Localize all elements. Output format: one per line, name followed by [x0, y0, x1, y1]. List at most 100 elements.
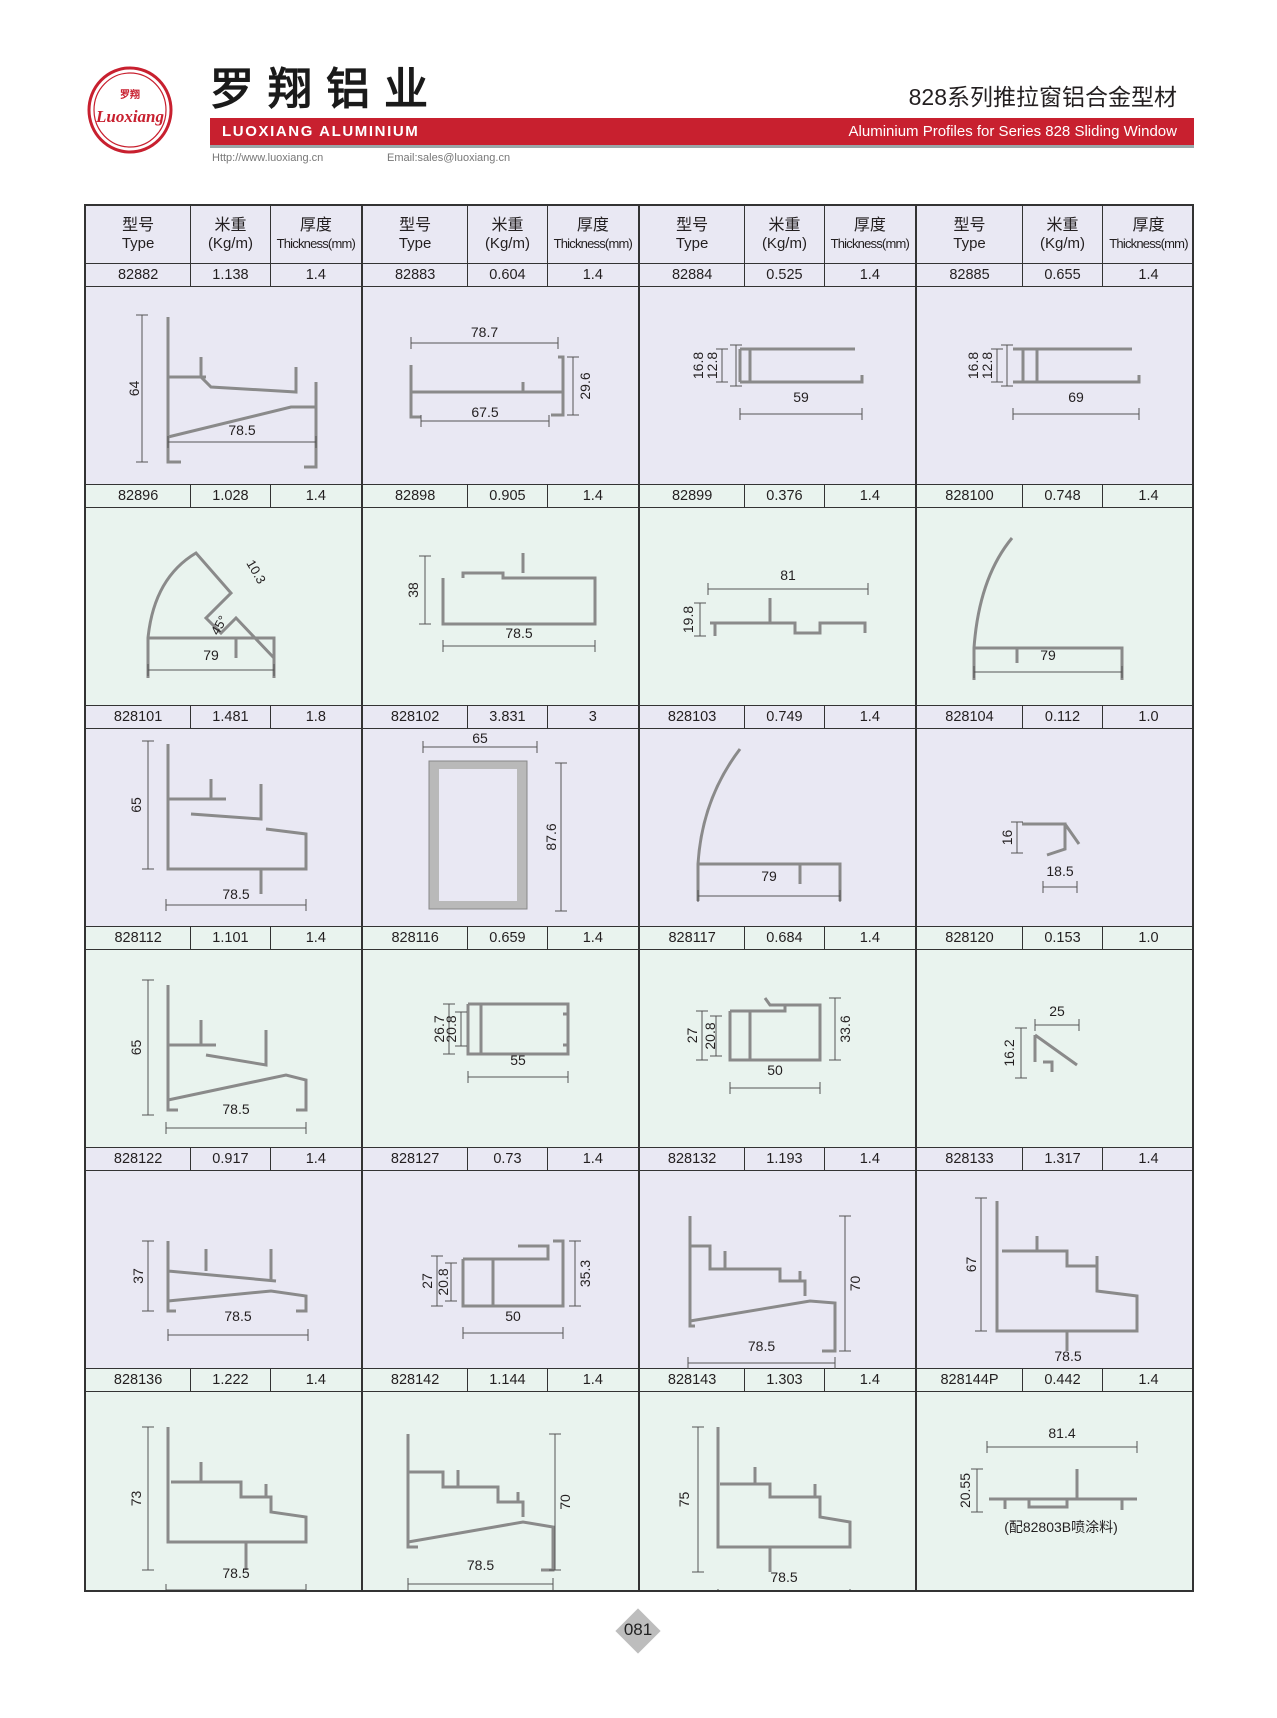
svg-text:70: 70 — [847, 1276, 863, 1292]
profile-type: 828142 — [363, 1369, 469, 1391]
profile-type: 82882 — [86, 264, 192, 286]
svg-text:78.7: 78.7 — [471, 324, 498, 340]
svg-text:79: 79 — [203, 647, 219, 663]
email-link[interactable]: Email:sales@luoxiang.cn — [387, 152, 511, 164]
svg-text:78.5: 78.5 — [505, 625, 532, 641]
profile-thickness: 1.4 — [582, 1372, 603, 1388]
profile-weight: 1.101 — [191, 927, 271, 949]
profile-weight: 0.525 — [745, 264, 825, 286]
svg-text:67.5: 67.5 — [471, 404, 498, 420]
svg-text:18.5: 18.5 — [1046, 863, 1073, 879]
profile-thickness: 1.4 — [582, 1151, 603, 1167]
profile-info-row: 828116 0.659 1.4 — [363, 927, 638, 950]
profile-thickness: 1.4 — [1138, 1372, 1159, 1388]
profile-weight: 1.138 — [191, 264, 271, 286]
profile-weight: 0.73 — [468, 1148, 548, 1170]
profile-weight: 0.376 — [745, 485, 825, 507]
profile-weight: 0.917 — [191, 1148, 271, 1170]
profile-thickness: 1.4 — [582, 930, 603, 946]
profile-type: 828100 — [917, 485, 1023, 507]
profile-info-row: 828101 1.481 1.8 — [86, 706, 361, 729]
brand-name-en: LUOXIANG ALUMINIUM — [222, 123, 420, 140]
svg-text:16: 16 — [999, 830, 1015, 846]
profile-thickness: 1.0 — [1138, 930, 1159, 946]
profile-drawing: 78.7 67.5 29.6 — [363, 287, 638, 485]
profile-item: 828104 0.112 1.0 16 18.5 — [917, 706, 1194, 927]
profile-info-row: 82885 0.655 1.4 — [917, 264, 1194, 287]
profile-section-icon: 26.720.855 — [431, 1002, 570, 1083]
website-link[interactable]: Http://www.luoxiang.cn — [212, 152, 324, 164]
svg-text:78.5: 78.5 — [228, 422, 255, 438]
svg-text:81.4: 81.4 — [1048, 1425, 1075, 1441]
profile-info-row: 828104 0.112 1.0 — [917, 706, 1194, 729]
svg-text:78.5: 78.5 — [224, 1308, 251, 1324]
profile-drawing: 16 18.5 — [917, 729, 1194, 927]
svg-text:50: 50 — [767, 1062, 783, 1078]
profile-info-row: 828144P 0.442 1.4 — [917, 1369, 1194, 1392]
svg-text:55: 55 — [510, 1052, 526, 1068]
profile-section-icon: 81.420.55(配82803B喷涂料) — [957, 1425, 1138, 1535]
profile-weight: 3.831 — [468, 706, 548, 728]
profile-info-row: 828133 1.317 1.4 — [917, 1148, 1194, 1171]
svg-text:45°: 45° — [208, 613, 231, 638]
profile-info-row: 828143 1.303 1.4 — [640, 1369, 915, 1392]
profile-thickness: 1.4 — [305, 488, 326, 504]
profile-info-row: 828120 0.153 1.0 — [917, 927, 1194, 950]
profile-type: 828101 — [86, 706, 192, 728]
profile-thickness: 1.4 — [1138, 267, 1159, 283]
svg-text:78.5: 78.5 — [222, 1101, 249, 1117]
profile-weight: 1.481 — [191, 706, 271, 728]
profile-section-icon: 79 — [696, 748, 842, 902]
svg-text:73: 73 — [128, 1491, 144, 1507]
profile-thickness: 3 — [588, 709, 597, 725]
profile-drawing: 79 — [640, 729, 915, 927]
profile-drawing: 38 78.5 — [363, 508, 638, 706]
profile-weight: 0.684 — [745, 927, 825, 949]
svg-text:Luoxiang: Luoxiang — [95, 107, 165, 126]
profile-info-row: 828136 1.222 1.4 — [86, 1369, 361, 1392]
profile-weight: 0.112 — [1023, 706, 1103, 728]
svg-text:29.6: 29.6 — [577, 372, 593, 399]
col-header-weight: 米重(Kg/m) — [1023, 206, 1103, 263]
profile-type: 82883 — [363, 264, 469, 286]
profile-type: 82896 — [86, 485, 192, 507]
profile-info-row: 82882 1.138 1.4 — [86, 264, 361, 287]
profile-type: 828144P — [917, 1369, 1023, 1391]
profile-type: 828143 — [640, 1369, 746, 1391]
profile-type: 828102 — [363, 706, 469, 728]
profile-section-icon: 12.816.869 — [965, 344, 1141, 420]
svg-text:87.6: 87.6 — [543, 823, 559, 850]
profile-weight: 0.749 — [745, 706, 825, 728]
svg-text:79: 79 — [1040, 647, 1056, 663]
svg-text:16.8: 16.8 — [690, 352, 706, 379]
profile-type: 828136 — [86, 1369, 192, 1391]
svg-text:38: 38 — [405, 582, 421, 598]
profile-info-row: 828127 0.73 1.4 — [363, 1148, 638, 1171]
profile-info-row: 828122 0.917 1.4 — [86, 1148, 361, 1171]
svg-text:65: 65 — [472, 730, 488, 746]
profile-weight: 0.905 — [468, 485, 548, 507]
svg-text:78.5: 78.5 — [748, 1338, 775, 1354]
